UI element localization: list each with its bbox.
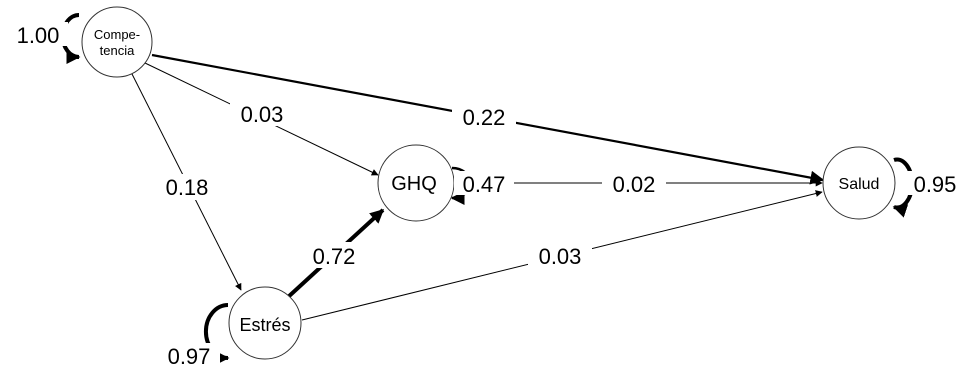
node-salud: Salud	[822, 146, 896, 220]
node-competencia: Compe- tencia	[81, 6, 153, 78]
label-group-variance-ghq: 0.47	[454, 171, 514, 197]
edge-label-competencia-salud: 0.22	[463, 105, 506, 130]
edge-label-competencia-estres: 0.18	[166, 175, 209, 200]
label-group-competencia-estres: 0.18	[156, 174, 218, 200]
label-group-ghq-salud: 0.02	[602, 170, 666, 197]
edge-label-estres-ghq: 0.72	[313, 244, 356, 269]
edge-label-estres-salud: 0.03	[539, 244, 582, 269]
node-ghq-label: GHQ	[391, 173, 437, 195]
label-group-competencia-ghq: 0.03	[230, 100, 294, 127]
label-group-estres-ghq: 0.72	[302, 242, 366, 269]
variance-label-ghq: 0.47	[463, 172, 506, 197]
node-competencia-label-line1: Compe-	[94, 27, 140, 42]
node-ghq: GHQ	[377, 144, 455, 222]
edge-label-competencia-ghq: 0.03	[241, 102, 284, 127]
label-group-variance-salud: 0.95	[906, 171, 964, 197]
label-group-competencia-salud: 0.22	[452, 104, 516, 130]
variance-label-competencia: 1.00	[17, 23, 60, 48]
node-estres: Estrés	[228, 286, 302, 360]
node-salud-label: Salud	[839, 176, 880, 193]
edge-label-ghq-salud: 0.02	[613, 172, 656, 197]
node-competencia-label-line2: tencia	[100, 43, 135, 58]
node-estres-label: Estrés	[239, 315, 290, 335]
label-group-estres-salud: 0.03	[528, 242, 592, 269]
variance-label-estres: 0.97	[168, 344, 211, 369]
label-group-variance-competencia: 1.00	[8, 22, 68, 48]
variance-label-salud: 0.95	[914, 172, 957, 197]
label-group-variance-estres: 0.97	[158, 343, 220, 369]
